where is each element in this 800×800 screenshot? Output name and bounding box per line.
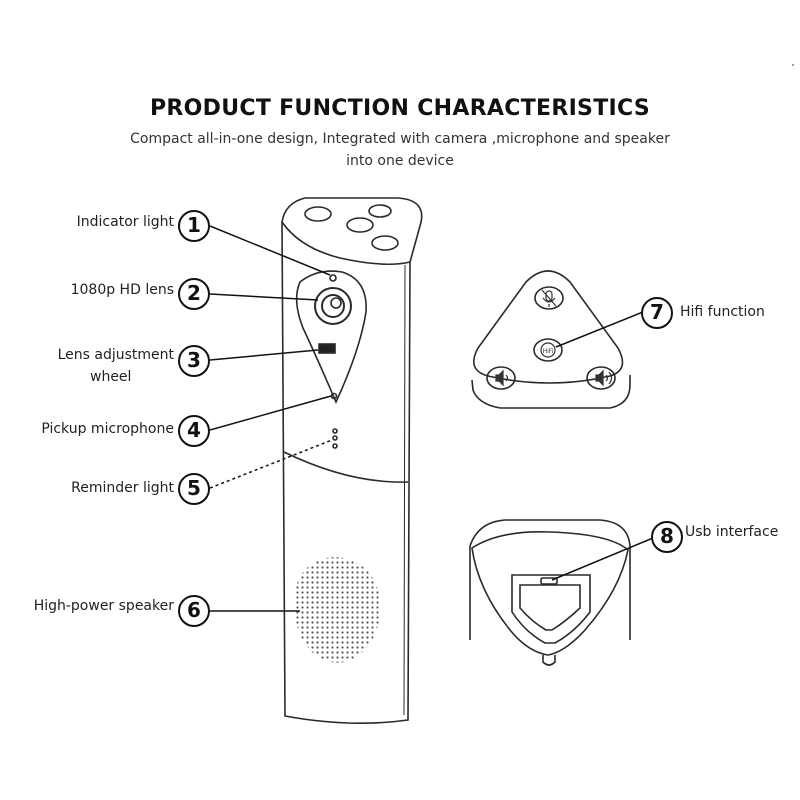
callout-badge-3: 3: [178, 345, 210, 377]
top-view-device: [471, 270, 631, 409]
volume-up-icon: [595, 369, 613, 387]
callout-label-pickup-microphone: Pickup microphone: [41, 421, 174, 437]
top-button-group: [304, 204, 399, 251]
callout-badge-6: 6: [178, 595, 210, 627]
mute-icon: [541, 289, 557, 307]
callout-badge-8: 8: [651, 521, 683, 553]
svg-text:HiFi: HiFi: [543, 348, 554, 355]
speaker-grille: [294, 557, 381, 663]
callout-label-lens-wheel-line2: wheel: [90, 369, 132, 385]
leader-lines: [209, 225, 654, 612]
subtitle-line-1: Compact all-in-one design, Integrated wi…: [130, 131, 670, 147]
callout-badge-2: 2: [178, 278, 210, 310]
corner-mark: [792, 64, 794, 66]
page-title: PRODUCT FUNCTION CHARACTERISTICS: [149, 96, 650, 121]
callout-badge-1: 1: [178, 210, 210, 242]
callout-label-lens-wheel-line1: Lens adjustment: [57, 347, 174, 363]
callout-label-reminder-light: Reminder light: [71, 480, 174, 496]
callout-badge-4: 4: [178, 415, 210, 447]
reminder-dots: [332, 428, 338, 449]
volume-down-icon: [495, 369, 509, 387]
callout-label-indicator-light: Indicator light: [76, 214, 174, 230]
bottom-view-device: [469, 519, 631, 666]
callout-badge-5: 5: [178, 473, 210, 505]
callout-label-speaker: High-power speaker: [33, 598, 174, 614]
callout-badge-7: 7: [641, 297, 673, 329]
subtitle-line-2: into one device: [346, 153, 454, 169]
callout-label-usb-interface: Usb interface: [685, 524, 779, 540]
hifi-icon: HiFi: [540, 342, 556, 358]
callout-label-hifi-function: Hifi function: [680, 304, 765, 320]
camera-face-panel: [295, 270, 367, 404]
callout-label-hd-lens: 1080p HD lens: [70, 282, 174, 298]
